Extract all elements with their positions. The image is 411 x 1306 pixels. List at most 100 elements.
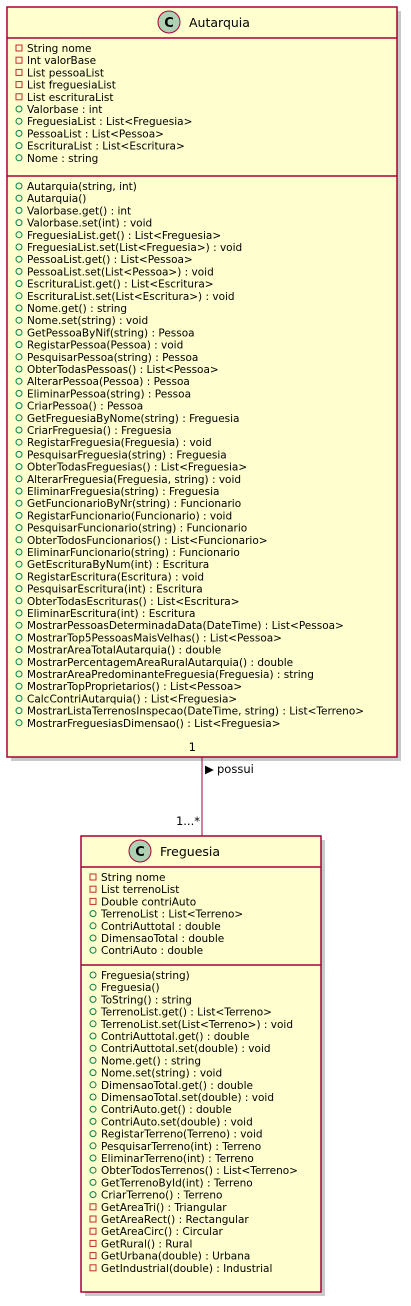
private-visibility-icon: [89, 1239, 97, 1247]
method-list: Autarquia(string, int)Autarquia()Valorba…: [15, 181, 364, 730]
method-row: Nome.get() : string: [101, 1055, 201, 1067]
method-row: PesquisarEscritura(int) : Escritura: [27, 584, 203, 596]
public-visibility-icon: [15, 621, 23, 629]
target-multiplicity: 1...*: [176, 814, 200, 828]
method-row: EliminarPessoa(string) : Pessoa: [27, 388, 191, 400]
public-visibility-icon: [15, 206, 23, 214]
method-row: Valorbase.set(int) : void: [27, 218, 152, 230]
public-visibility-icon: [89, 1130, 97, 1138]
method-row: MostrarTopProprietarios() : List<Pessoa>: [27, 681, 242, 693]
method-row: Autarquia(): [27, 193, 86, 205]
private-visibility-icon: [89, 1264, 97, 1272]
method-row: PesquisarPessoa(string) : Pessoa: [27, 352, 198, 364]
method-row: Nome.set(string) : void: [101, 1068, 222, 1080]
method-row: PessoaList.get() : List<Pessoa>: [27, 254, 193, 266]
public-visibility-icon: [15, 658, 23, 666]
public-visibility-icon: [89, 1008, 97, 1016]
method-row: ContriAuto.get() : double: [101, 1104, 232, 1116]
public-visibility-icon: [15, 536, 23, 544]
private-visibility-icon: [15, 93, 23, 101]
attribute-row: TerrenoList : List<Terreno>: [100, 909, 243, 921]
public-visibility-icon: [15, 682, 23, 690]
method-row: Nome.get() : string: [27, 303, 127, 315]
public-visibility-icon: [89, 1093, 97, 1101]
public-visibility-icon: [89, 995, 97, 1003]
public-visibility-icon: [15, 194, 23, 202]
method-row: ObterTodasEscrituras() : List<Escritura>: [27, 596, 240, 608]
attribute-row: FreguesiaList : List<Freguesia>: [27, 116, 192, 128]
public-visibility-icon: [89, 1105, 97, 1113]
method-row: CriarPessoa() : Pessoa: [27, 401, 143, 413]
attribute-row: Valorbase : int: [27, 104, 102, 116]
private-visibility-icon: [89, 1203, 97, 1211]
method-row: EscrituraList.get() : List<Escritura>: [27, 279, 214, 291]
public-visibility-icon: [89, 1178, 97, 1186]
public-visibility-icon: [15, 365, 23, 373]
public-visibility-icon: [15, 117, 23, 125]
method-row: ContriAuttotal.get() : double: [101, 1031, 250, 1043]
attribute-row: String nome: [27, 43, 91, 55]
public-visibility-icon: [15, 646, 23, 654]
public-visibility-icon: [15, 316, 23, 324]
method-row: MostrarFreguesiasDimensao() : List<Fregu…: [27, 718, 281, 730]
method-row: RegistarTerreno(Terreno) : void: [101, 1129, 263, 1141]
public-visibility-icon: [15, 633, 23, 641]
method-row: AlterarPessoa(Pessoa) : Pessoa: [27, 376, 190, 388]
public-visibility-icon: [89, 1166, 97, 1174]
direction-arrow-icon: ▶: [205, 762, 214, 776]
method-row: EliminarTerreno(int) : Terreno: [101, 1153, 254, 1165]
method-row: ObterTodosFuncionarios() : List<Funciona…: [27, 535, 268, 547]
public-visibility-icon: [15, 328, 23, 336]
public-visibility-icon: [89, 1056, 97, 1064]
public-visibility-icon: [15, 267, 23, 275]
public-visibility-icon: [89, 934, 97, 942]
method-row: RegistarFuncionario(Funcionario) : void: [27, 510, 232, 522]
public-visibility-icon: [89, 1191, 97, 1199]
method-row: PesquisarFreguesia(string) : Freguesia: [27, 449, 227, 461]
class-name: Freguesia: [160, 844, 220, 859]
method-row: MostrarAreaTotalAutarquia() : double: [27, 645, 221, 657]
public-visibility-icon: [15, 585, 23, 593]
method-row: CriarTerreno() : Terreno: [101, 1190, 222, 1202]
public-visibility-icon: [89, 1154, 97, 1162]
public-visibility-icon: [89, 946, 97, 954]
method-row: RegistarEscritura(Escritura) : void: [27, 571, 204, 583]
public-visibility-icon: [89, 983, 97, 991]
method-row: TerrenoList.set(List<Terreno>) : void: [100, 1019, 293, 1031]
class-box: [80, 835, 322, 1293]
method-row: Nome.set(string) : void: [27, 315, 148, 327]
public-visibility-icon: [89, 1044, 97, 1052]
attribute-row: ContriAuttotal : double: [101, 921, 221, 933]
method-row: MostrarPessoasDeterminadaData(DateTime) …: [27, 620, 344, 632]
public-visibility-icon: [15, 243, 23, 251]
method-row: RegistarFreguesia(Freguesia) : void: [27, 437, 212, 449]
public-visibility-icon: [15, 572, 23, 580]
method-row: TerrenoList.get() : List<Terreno>: [100, 1007, 272, 1019]
method-row: Valorbase.get() : int: [27, 205, 131, 217]
class-name: Autarquia: [189, 15, 250, 30]
method-row: GetUrbana(double) : Urbana: [101, 1251, 250, 1263]
attribute-row: List pessoaList: [27, 67, 104, 79]
attribute-row: List terrenoList: [101, 884, 179, 896]
public-visibility-icon: [15, 524, 23, 532]
public-visibility-icon: [15, 499, 23, 507]
private-visibility-icon: [15, 56, 23, 64]
method-row: GetIndustrial(double) : Industrial: [101, 1263, 272, 1275]
method-row: FreguesiaList.get() : List<Freguesia>: [27, 230, 221, 242]
public-visibility-icon: [15, 280, 23, 288]
method-row: CalcContriAutarquia() : List<Freguesia>: [27, 693, 237, 705]
attribute-row: ContriAuto : double: [101, 945, 203, 957]
private-visibility-icon: [89, 885, 97, 893]
method-row: EliminarFreguesia(string) : Freguesia: [27, 486, 219, 498]
public-visibility-icon: [15, 142, 23, 150]
attribute-row: Int valorBase: [27, 55, 96, 67]
public-visibility-icon: [15, 548, 23, 556]
public-visibility-icon: [89, 910, 97, 918]
public-visibility-icon: [89, 1081, 97, 1089]
attribute-row: String nome: [101, 872, 165, 884]
method-row: MostrarListaTerrenosInspecao(DateTime, s…: [27, 706, 364, 718]
attribute-row: PessoaList : List<Pessoa>: [27, 128, 164, 140]
method-row: MostrarAreaPredominanteFreguesia(Fregues…: [27, 669, 314, 681]
attribute-row: List freguesiaList: [27, 80, 116, 92]
